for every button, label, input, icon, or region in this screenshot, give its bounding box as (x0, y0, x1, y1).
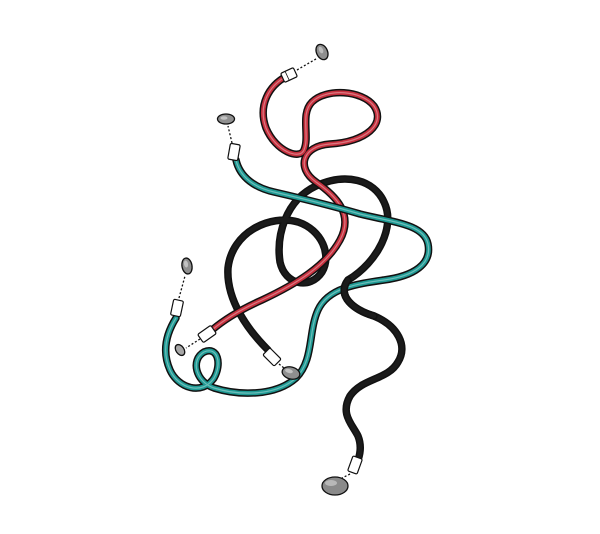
electrode-pad-icon (174, 343, 186, 357)
red-electrode-connector (280, 43, 329, 83)
electrode-pad-icon (315, 43, 329, 61)
red-end-connector (174, 325, 217, 357)
electrode-pad-icon (181, 257, 193, 275)
teal-left-connector (170, 257, 193, 318)
electrode-pad-icon (281, 366, 301, 380)
teal-wire-jacket (163, 157, 431, 396)
electrode-pad-icon (321, 476, 349, 496)
electrode-pad-icon (216, 113, 236, 125)
red-wire-jacket (209, 73, 380, 333)
black-middle-connector (262, 347, 301, 380)
teal-electrode-connector (216, 113, 241, 162)
red-wire (208, 72, 382, 334)
black-bottom-connector (321, 455, 363, 496)
teal-wire (162, 156, 433, 397)
black-wire-jacket (225, 176, 405, 465)
black-wire-overlap (340, 276, 378, 320)
black-wire (224, 175, 406, 466)
